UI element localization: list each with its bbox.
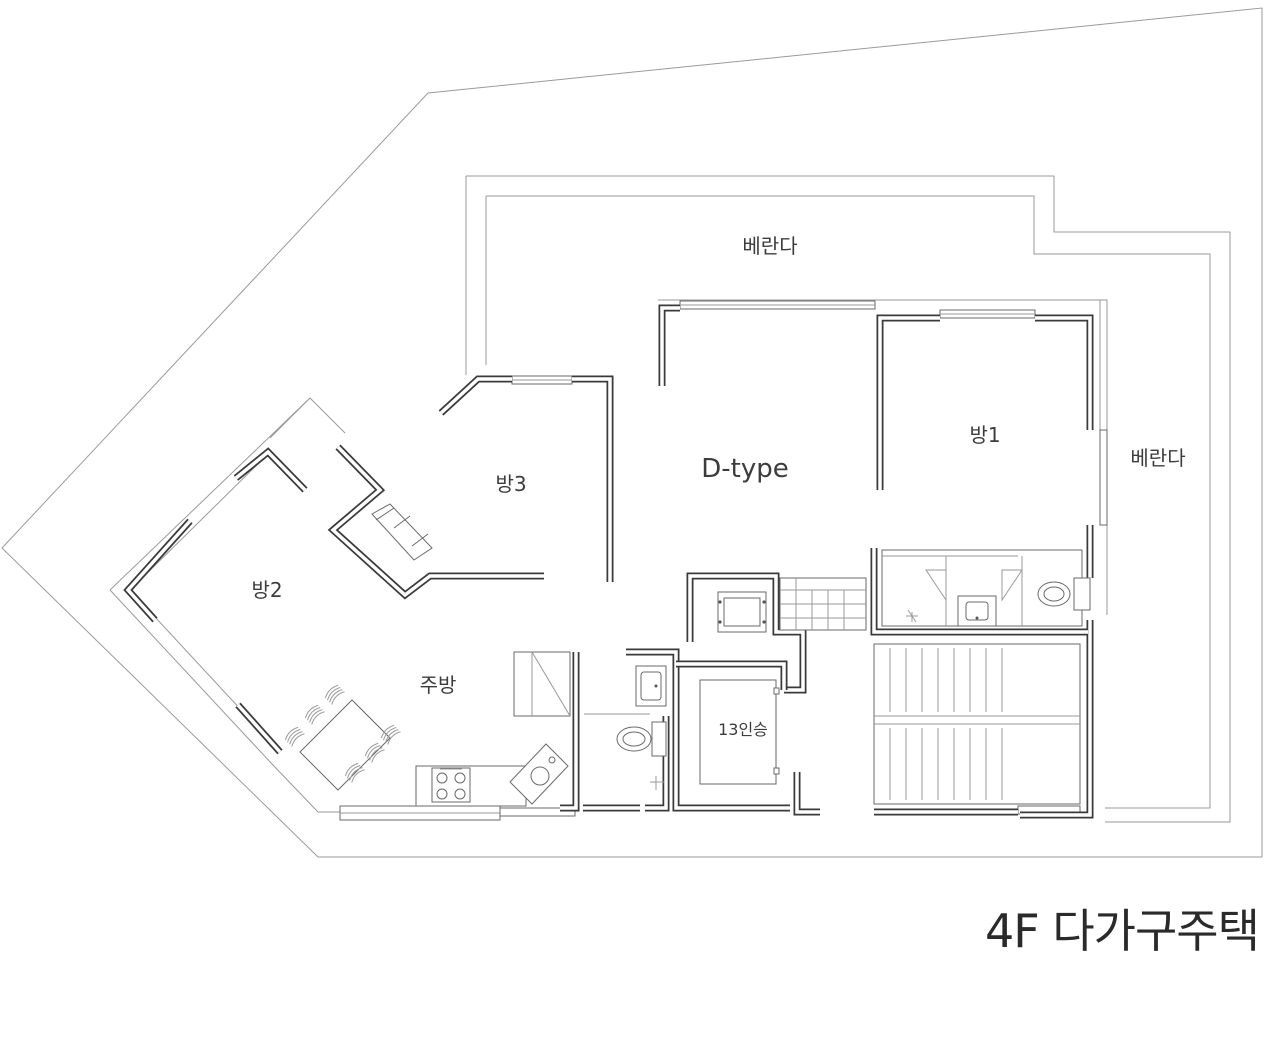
- bath1-sink: [635, 665, 667, 707]
- bath1-shower: [650, 776, 664, 790]
- site-boundary: [1, 7, 1263, 858]
- kitchen-counter: [415, 765, 527, 807]
- label-kitchen: 주방: [420, 673, 457, 697]
- window-right: [1099, 429, 1108, 526]
- bath2-sink: [957, 595, 997, 627]
- dining-chair: [344, 762, 365, 783]
- window-kitchen-bottom: [339, 805, 576, 821]
- balcony-outer-line: [466, 175, 1231, 823]
- dining-chair: [284, 726, 305, 747]
- dining-chairs: [284, 684, 401, 783]
- room2-bay-outline-inner: [129, 451, 281, 753]
- walls: [123, 304, 1094, 819]
- label-room1: 방1: [969, 423, 1000, 447]
- storage-washer: [717, 591, 767, 633]
- dining-chair: [324, 684, 345, 705]
- dining-chair: [364, 742, 385, 763]
- room2-bay-outline: [109, 397, 346, 813]
- closet-room3: [371, 503, 433, 561]
- kitchen-sink: [509, 743, 569, 805]
- entrance-steps: [779, 577, 867, 631]
- window-top-room1: [939, 309, 1036, 319]
- elevator-car: [699, 679, 780, 785]
- window-top-main: [679, 300, 876, 310]
- dining-chair: [304, 704, 325, 725]
- label-balcony-right: 베란다: [1130, 446, 1185, 470]
- bath2-shower: [906, 609, 918, 623]
- dining-chair: [380, 724, 401, 745]
- label-unit-type: D-type: [701, 454, 788, 484]
- label-room3: 방3: [495, 472, 526, 496]
- label-balcony-top: 베란다: [742, 234, 797, 258]
- window-room3: [511, 375, 573, 385]
- label-elevator: 13인승: [718, 720, 768, 739]
- dining-table: [299, 699, 391, 791]
- bath2-toilet: [1037, 577, 1091, 611]
- plan-caption: 4F 다가구주택: [985, 904, 1260, 958]
- label-room2: 방2: [251, 578, 282, 602]
- main-staircase: [873, 643, 1081, 805]
- fridge: [513, 651, 571, 717]
- balcony-inner-line: [486, 195, 1211, 809]
- bath1-toilet: [616, 721, 667, 757]
